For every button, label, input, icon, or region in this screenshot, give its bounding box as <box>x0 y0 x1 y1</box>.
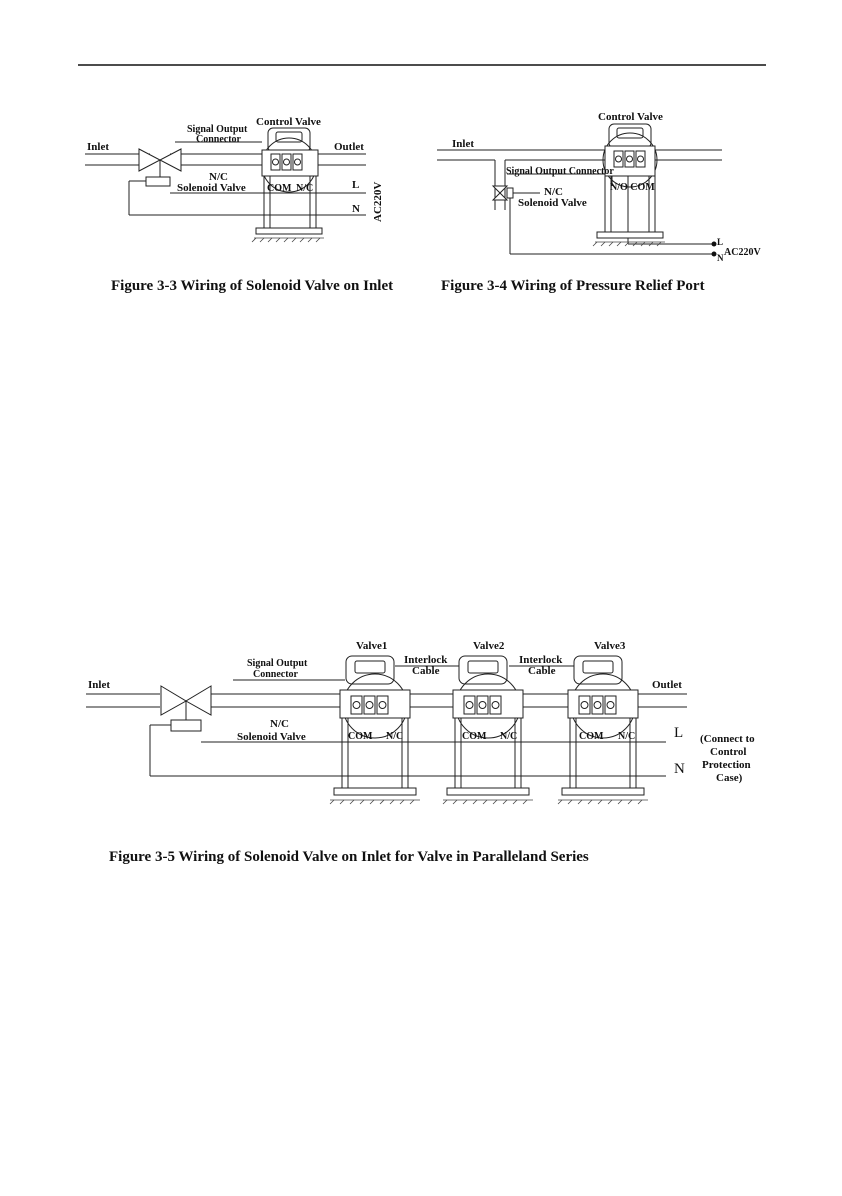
outlet-label: Outlet <box>652 679 682 691</box>
valve2-label: Valve2 <box>473 640 505 652</box>
solenoid-label: Solenoid Valve <box>177 182 246 194</box>
figure-3-3-caption: Figure 3-3 Wiring of Solenoid Valve on I… <box>111 278 393 294</box>
figure-3-4-diagram: Control Valve Inlet Signal Output Connec… <box>437 111 761 263</box>
valve2-com-label: COM <box>462 731 487 742</box>
valve3-com-label: COM <box>579 731 604 742</box>
control-valve-symbol <box>251 127 324 243</box>
nc-label: N/C <box>209 171 228 183</box>
com-terminal-label: COM <box>267 183 292 194</box>
ac220v-label: AC220V <box>724 247 761 258</box>
no-com-terminal-label: N/O COM <box>610 182 655 193</box>
valve1-symbol <box>329 655 420 805</box>
l-label: L <box>674 725 683 741</box>
valve1-label: Valve1 <box>356 640 387 652</box>
connector-label: Connector <box>196 134 242 145</box>
figure-3-5-caption: Figure 3-5 Wiring of Solenoid Valve on I… <box>109 849 589 865</box>
nc-label: N/C <box>270 718 289 730</box>
valve1-nc-label: N/C <box>386 731 403 742</box>
control-valve-label: Control Valve <box>256 116 321 128</box>
nc-label: N/C <box>544 186 563 198</box>
n-label: N <box>717 253 724 263</box>
relief-solenoid-symbol <box>491 185 514 201</box>
inlet-label: Inlet <box>452 138 474 150</box>
connect-note-line4: Case) <box>716 772 743 784</box>
interlock-cable-1-label: Interlock <box>404 654 448 666</box>
ac220v-label: AC220V <box>372 182 384 222</box>
signal-output-label: Signal Output <box>187 124 248 135</box>
figure-3-3-diagram: Control Valve Signal Output Connector In… <box>85 116 384 243</box>
solenoid-valve-symbol <box>138 148 182 187</box>
control-valve-symbol <box>592 123 665 247</box>
valve2-nc-label: N/C <box>500 731 517 742</box>
connect-note-line2: Control <box>710 746 746 758</box>
nc-terminal-label: N/C <box>296 183 313 194</box>
figure-3-4-caption: Figure 3-4 Wiring of Pressure Relief Por… <box>441 278 705 294</box>
outlet-label: Outlet <box>334 141 364 153</box>
connect-note-line3: Protection <box>702 759 751 771</box>
inlet-label: Inlet <box>87 141 109 153</box>
n-label: N <box>352 203 360 215</box>
solenoid-label: Solenoid Valve <box>518 197 587 209</box>
valve1-com-label: COM <box>348 731 373 742</box>
solenoid-label: Solenoid Valve <box>237 731 306 743</box>
valve3-nc-label: N/C <box>618 731 635 742</box>
interlock-cable-1-label-line2: Cable <box>412 665 440 677</box>
valve3-label: Valve3 <box>594 640 626 652</box>
figure-3-5-diagram: Valve1 Valve2 Valve3 Interlock Cable Int… <box>86 640 755 805</box>
connect-note-line1: (Connect to <box>700 733 755 745</box>
signal-output-connector-label: Signal Output Connector <box>506 166 614 177</box>
n-label: N <box>674 761 685 777</box>
solenoid-valve-symbol <box>160 685 212 732</box>
connector-label: Connector <box>253 669 299 680</box>
l-label: L <box>717 237 723 247</box>
interlock-cable-2-label-line2: Cable <box>528 665 556 677</box>
l-label: L <box>352 179 359 191</box>
signal-output-label: Signal Output <box>247 658 308 669</box>
inlet-label: Inlet <box>88 679 110 691</box>
interlock-cable-2-label: Interlock <box>519 654 563 666</box>
valve3-symbol <box>557 655 648 805</box>
valve2-symbol <box>442 655 533 805</box>
control-valve-label: Control Valve <box>598 111 663 123</box>
